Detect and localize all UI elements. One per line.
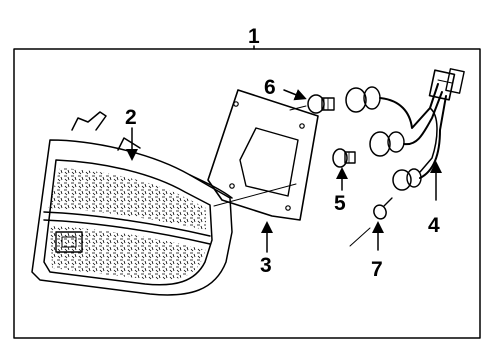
callout-5-label: 5: [334, 192, 346, 215]
callout-2-label: 2: [125, 106, 137, 129]
socket-harness: [345, 68, 465, 191]
callout-7-label: 7: [371, 258, 383, 281]
bulb-wedge: [373, 197, 393, 220]
bulb-middle: [332, 148, 356, 168]
callout-3-label: 3: [260, 254, 272, 277]
gasket: [207, 89, 319, 221]
callout-6-label: 6: [264, 76, 276, 99]
callout-1-label: 1: [248, 25, 260, 48]
callout-6-leader: [283, 89, 307, 101]
callout-4-label: 4: [428, 214, 440, 237]
bulb-upper: [307, 94, 335, 114]
assembly-frame: [13, 48, 481, 339]
